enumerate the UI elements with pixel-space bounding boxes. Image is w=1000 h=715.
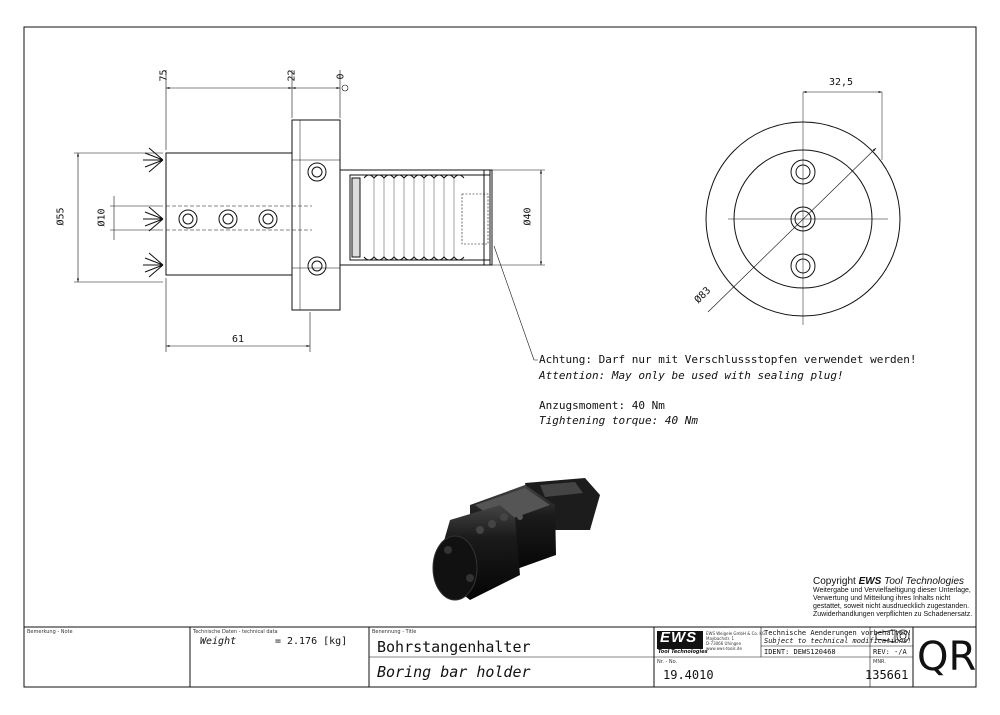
title-english: Boring bar holder: [377, 663, 531, 681]
dim-75: 75: [158, 69, 170, 82]
copyright-block: Copyright EWS Tool Technologies Weiterga…: [813, 576, 972, 619]
qr-label: QR: [917, 634, 977, 680]
note-torque-en: Tightening torque: 40 Nm: [539, 414, 698, 427]
weight-equals: =: [275, 636, 282, 647]
dim-dia-40: Ø40: [522, 207, 534, 226]
mnr-label: MNR.: [873, 659, 886, 665]
title-block-grid: [24, 626, 976, 687]
nr-value: 19.4010: [663, 668, 714, 682]
weight-label: Weight: [200, 636, 237, 647]
remark-label: Bemerkung - Note: [27, 629, 73, 635]
mnr-value: 135661: [865, 668, 909, 682]
copyright-line-2: Verwertung und Mitteilung ihres Inhalts …: [813, 595, 951, 602]
title-german: Bohrstangenhalter: [377, 638, 531, 656]
ews-logo: [657, 631, 703, 649]
dim-61: 61: [232, 334, 245, 345]
copyright-line-4: Zuwiderhandlungen verpflichten zu Schade…: [813, 611, 973, 618]
product-3d-image: [432, 478, 600, 601]
title-label: Benennung - Title: [372, 629, 417, 635]
dim-dia-55: Ø55: [55, 207, 67, 226]
ident-number: IDENT: DEWS120468: [764, 648, 836, 656]
side-view: [143, 119, 493, 311]
dim-dia-10: Ø10: [96, 208, 108, 227]
nr-label: Nr. - No.: [657, 659, 678, 665]
note-warning-en: Attention: May only be used with sealing…: [539, 369, 844, 382]
ews-logo-text: EWS: [660, 629, 698, 646]
front-view: [705, 90, 901, 325]
dim-22: 22: [286, 69, 298, 82]
note-torque-de: Anzugsmoment: 40 Nm: [539, 399, 665, 412]
drawing-border: [23, 26, 977, 688]
dim-0: 0: [335, 73, 347, 80]
dim-32-5: 32,5: [829, 77, 854, 88]
copyright-heading: Copyright EWS Tool Technologies: [813, 576, 965, 587]
side-dimensions: [74, 70, 545, 361]
note-warning-de: Achtung: Darf nur mit Verschlussstopfen …: [539, 353, 917, 366]
copyright-line-1: Weitergabe und Vervielfaeltigung dieser …: [813, 587, 971, 594]
copyright-line-3: gestattet, soweit nicht ausdruecklich zu…: [813, 603, 970, 610]
changes-de: Technische Aenderungen vorbehalten!: [764, 629, 912, 637]
projection-symbol-icon: [875, 629, 910, 643]
revision: REV: -/A: [873, 648, 907, 656]
changes-en: Subject to technical modifications!: [764, 637, 912, 645]
tech-data-label: Technische Daten - technical data: [193, 629, 278, 635]
company-address: EWS Weigele GmbH & Co. KG Maybachstr. 1 …: [706, 631, 766, 651]
ews-logo-subtitle: Tool Technologies: [658, 649, 708, 655]
weight-value: 2.176 [kg]: [287, 636, 348, 647]
